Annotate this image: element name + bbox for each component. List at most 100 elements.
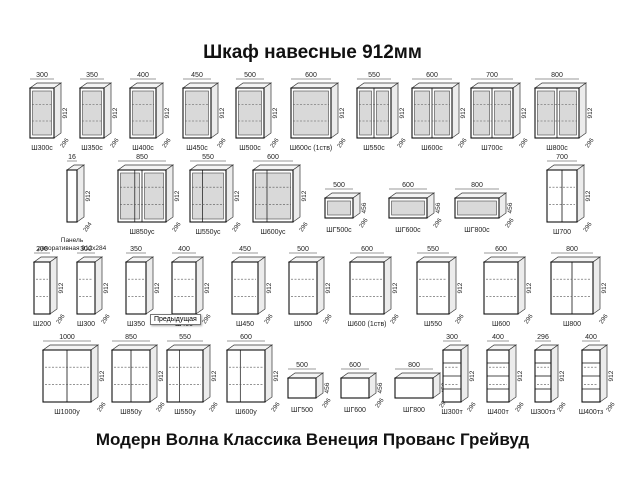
cabinet-side	[592, 256, 601, 315]
glass-panel	[559, 90, 577, 136]
depth-label: 296	[433, 217, 444, 229]
item-label: Ш600у	[235, 409, 257, 416]
height-label: 912	[164, 107, 171, 118]
collection-names: Модерн Волна Классика Венеция Прованс Гр…	[95, 430, 530, 449]
depth-label: 296	[110, 137, 121, 149]
glass-panel	[192, 172, 224, 220]
item-label: Ш350с	[81, 145, 103, 152]
width-label: 800	[551, 72, 563, 79]
cabinet-side	[460, 344, 469, 403]
width-label: 500	[297, 246, 309, 253]
cabinet-side	[578, 82, 587, 139]
glass-panel	[255, 172, 291, 220]
cabinet-side	[576, 164, 585, 223]
depth-label: 296	[458, 137, 469, 149]
depth-label: 296	[583, 221, 594, 233]
width-label: 550	[202, 154, 214, 161]
width-label: 450	[191, 72, 203, 79]
width-label: 296	[537, 334, 549, 341]
width-label: 700	[486, 72, 498, 79]
width-label: 600	[305, 72, 317, 79]
depth-label: 296	[264, 313, 275, 325]
item-label: Ш500	[294, 321, 312, 328]
glass-panel	[494, 90, 511, 136]
cabinet-side	[53, 82, 62, 139]
cabinet-side	[512, 82, 521, 139]
cabinet-top	[410, 82, 461, 89]
height-label: 912	[62, 107, 69, 118]
height-label: 912	[521, 107, 528, 118]
item-label: Ш600с	[421, 145, 443, 152]
glass-panel	[473, 90, 490, 136]
width-label: 550	[179, 334, 191, 341]
width-label: 800	[566, 246, 578, 253]
glass-panel	[414, 90, 430, 136]
height-label: 912	[460, 107, 467, 118]
cabinet-front	[76, 261, 96, 315]
height-label: 456	[507, 202, 514, 213]
height-label: 912	[526, 282, 533, 293]
cabinet-top	[41, 344, 100, 351]
cabinet-top	[453, 192, 508, 199]
depth-label: 296	[467, 401, 478, 413]
item-label: Ш550с	[363, 145, 385, 152]
glass-panel	[457, 200, 497, 216]
width-label: 500	[333, 182, 345, 189]
item-label: ШГ800	[403, 407, 425, 414]
cabinet-side	[390, 82, 399, 139]
item-label: Ш1000у	[54, 409, 80, 416]
width-label: 300	[80, 246, 92, 253]
item-label: Ш700	[553, 229, 571, 236]
cabinet-side	[195, 256, 204, 315]
height-label: 912	[272, 107, 279, 118]
depth-label: 296	[439, 397, 450, 409]
depth-label: 296	[97, 401, 108, 413]
height-label: 912	[174, 190, 181, 201]
item-label: Панель	[61, 237, 84, 244]
glass-panel	[238, 90, 262, 136]
depth-label: 296	[299, 221, 310, 233]
cabinet-top	[533, 82, 588, 89]
width-label: 600	[240, 334, 252, 341]
width-label: 450	[239, 246, 251, 253]
cabinet-top	[549, 256, 602, 263]
depth-label: 296	[557, 401, 568, 413]
item-label: Ш300тз	[531, 409, 556, 416]
depth-label: 296	[232, 221, 243, 233]
cabinet-side	[225, 164, 234, 223]
item-label: Ш400т	[487, 409, 509, 416]
height-label: 912	[392, 282, 399, 293]
glass-panel	[434, 90, 450, 136]
cabinet-top	[387, 192, 436, 199]
height-label: 912	[266, 282, 273, 293]
item-label: Ш800	[563, 321, 581, 328]
item-label: Ш700с	[481, 145, 503, 152]
width-label: 400	[178, 246, 190, 253]
height-label: 456	[361, 202, 368, 213]
height-label: 912	[219, 107, 226, 118]
height-label: 912	[457, 282, 464, 293]
glass-panel	[376, 90, 389, 136]
height-label: 912	[234, 190, 241, 201]
width-label: 600	[267, 154, 279, 161]
height-label: 912	[112, 107, 119, 118]
height-label: 456	[324, 382, 331, 393]
item-label: Ш600ус	[260, 229, 286, 236]
width-label: 850	[125, 334, 137, 341]
width-label: 300	[36, 72, 48, 79]
